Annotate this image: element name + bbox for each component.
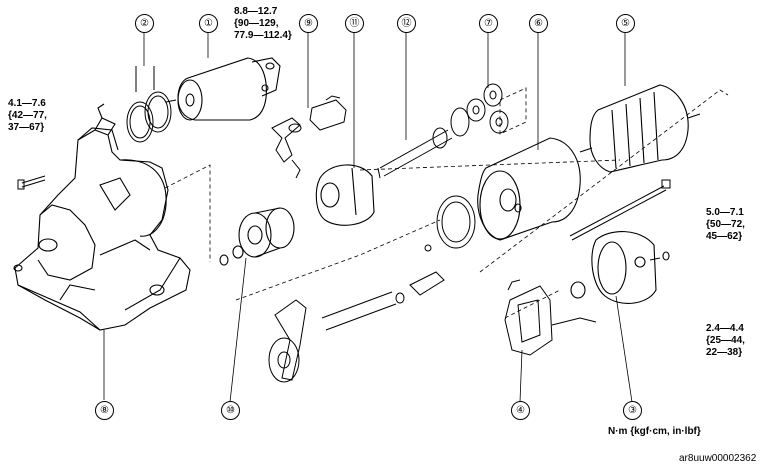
torque-spec-end-cover: 2.4—4.4 {25—44, 22—38} bbox=[706, 323, 745, 358]
center-bracket-part bbox=[315, 164, 375, 226]
callout-2: ② bbox=[135, 14, 154, 33]
leader-lines bbox=[103, 31, 633, 403]
callout-12: ⑫ bbox=[397, 14, 416, 33]
gear-housing-part bbox=[13, 103, 191, 331]
gasket-part bbox=[126, 66, 172, 143]
callout-5: ⑤ bbox=[616, 14, 635, 33]
armature-part bbox=[579, 84, 701, 173]
torque-spec-housing-bolt: 4.1—7.6 {42—77, 37—67} bbox=[8, 98, 47, 133]
bolt-part bbox=[17, 175, 46, 190]
callout-8: ⑧ bbox=[95, 401, 114, 420]
lever-plunger-part bbox=[271, 95, 347, 179]
magnetic-switch-part bbox=[165, 57, 281, 121]
pinion-shaft-part bbox=[377, 107, 470, 179]
callout-9: ⑨ bbox=[299, 14, 318, 33]
torque-units-note: N·m {kgf·cm, in·lbf} bbox=[608, 426, 701, 437]
callout-7: ⑦ bbox=[479, 14, 498, 33]
assembly-dashed-lines bbox=[164, 87, 729, 319]
callout-4: ④ bbox=[511, 401, 530, 420]
torque-spec-magnetic-switch: 8.8—12.7 {90—129, 77.9—112.4} bbox=[234, 6, 292, 41]
callout-3: ③ bbox=[623, 401, 642, 420]
torque-spec-through-bolt: 5.0—7.1 {50—72, 45—62} bbox=[706, 207, 745, 242]
lever-gear-part bbox=[268, 271, 445, 383]
yoke-part bbox=[477, 137, 581, 241]
figure-code: ar8uuw00002362 bbox=[679, 453, 757, 464]
ring-part bbox=[424, 195, 476, 252]
callout-11: ⑪ bbox=[345, 14, 364, 33]
brush-holder-part bbox=[504, 279, 597, 356]
callout-6: ⑥ bbox=[529, 14, 548, 33]
end-cover-part bbox=[570, 231, 670, 304]
through-bolt-part bbox=[569, 179, 671, 241]
drive-pinion-part bbox=[219, 207, 295, 266]
callout-1: ① bbox=[199, 14, 218, 33]
planetary-gears-part bbox=[466, 83, 509, 134]
callout-10: ⑩ bbox=[221, 401, 240, 420]
